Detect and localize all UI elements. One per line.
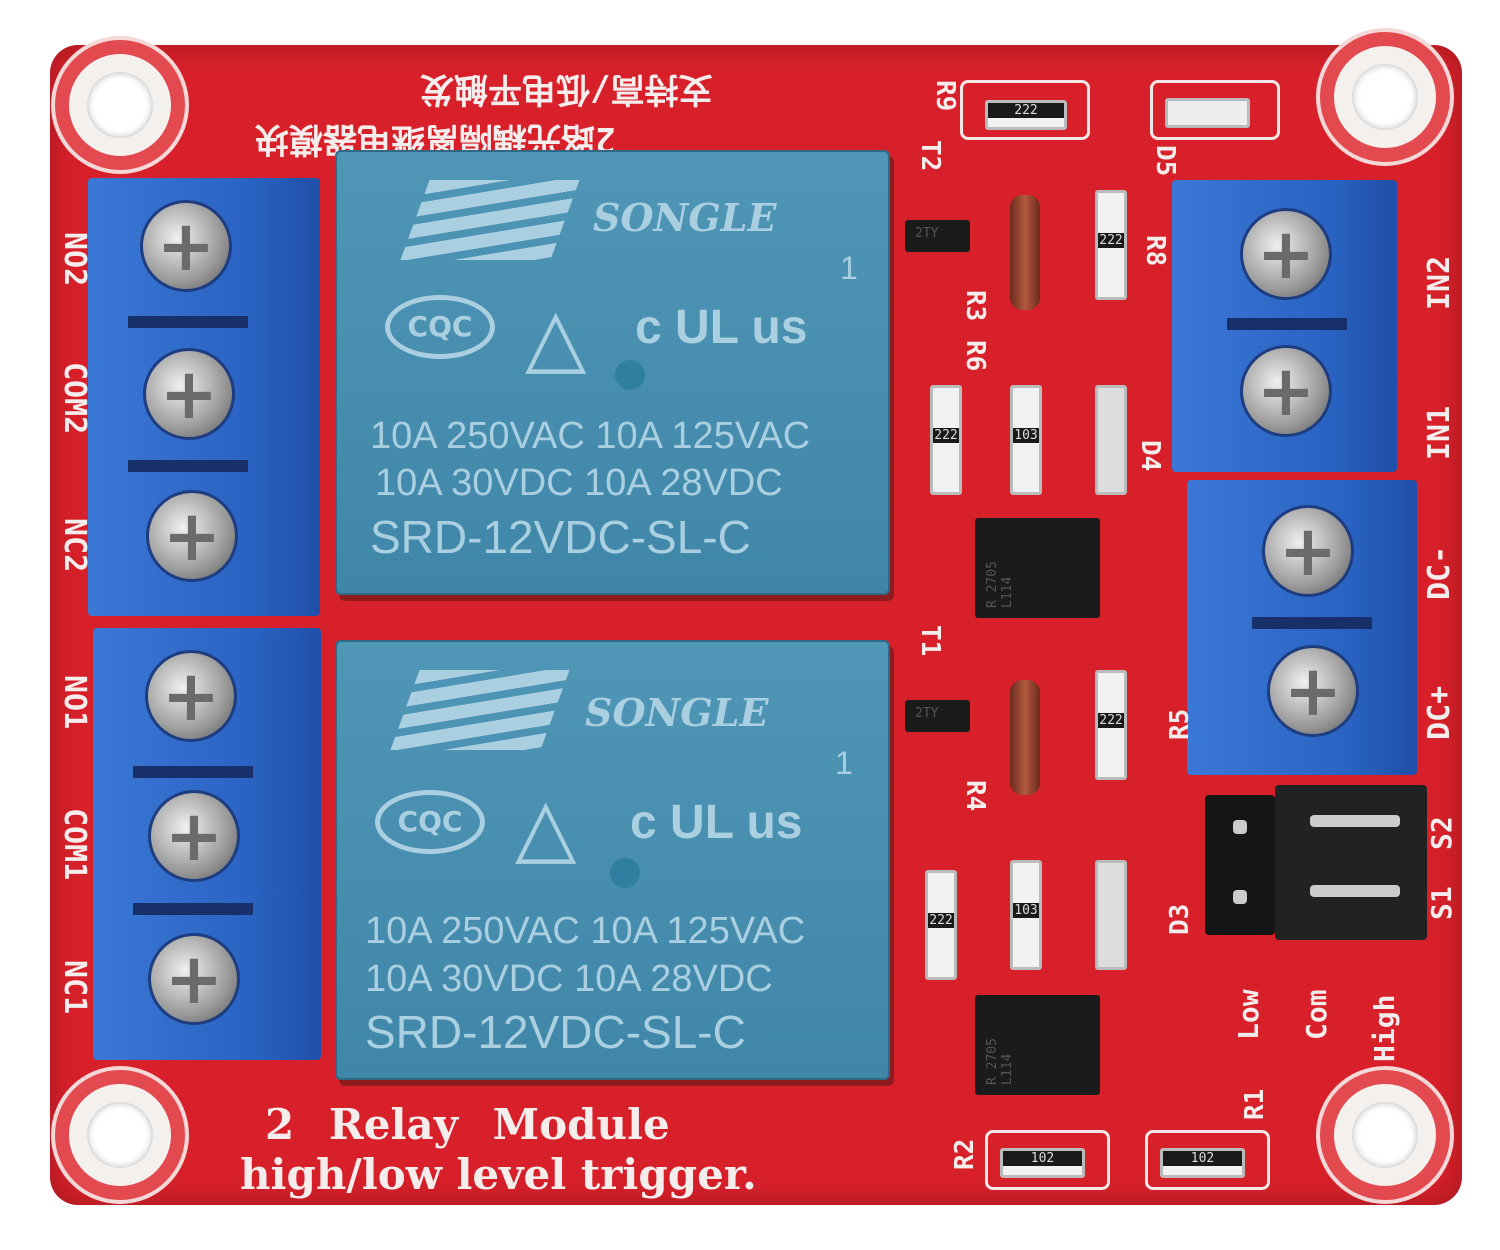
label-d3: D3 bbox=[1165, 903, 1195, 935]
terminal-block-power bbox=[1187, 480, 1417, 775]
label-d4: D4 bbox=[1135, 440, 1165, 472]
label-s2: S2 bbox=[1425, 816, 1458, 850]
relay-rating-ac: 10A 250VAC 10A 125VAC bbox=[370, 415, 811, 457]
songle-logo bbox=[400, 180, 580, 260]
label-high: High bbox=[1368, 994, 1401, 1062]
label-r6: R6 bbox=[960, 340, 990, 372]
songle-logo bbox=[390, 670, 570, 750]
label-t1: T1 bbox=[915, 625, 945, 657]
label-in1: IN1 bbox=[1422, 405, 1457, 460]
label-r2: R2 bbox=[950, 1138, 980, 1170]
label-low: Low bbox=[1232, 989, 1265, 1040]
label-dc-plus: DC+ bbox=[1422, 685, 1457, 740]
diode-bottom bbox=[1010, 680, 1040, 795]
label-no1: NO1 bbox=[57, 675, 92, 730]
ul-mark: c UL us bbox=[630, 796, 803, 849]
screw-com1[interactable] bbox=[148, 790, 240, 882]
ul-number: 1 bbox=[840, 250, 858, 286]
resistor-r1: 102 bbox=[1160, 1148, 1245, 1178]
terminal-block-inputs bbox=[1172, 180, 1397, 472]
warning-triangle-icon: △ bbox=[525, 292, 587, 381]
ul-mark: c UL us bbox=[635, 301, 808, 354]
screw-dc-plus[interactable] bbox=[1267, 645, 1359, 737]
label-r9: R9 bbox=[930, 80, 960, 112]
resistor-r8: 222 bbox=[1095, 190, 1127, 300]
resistor-r2: 102 bbox=[1000, 1148, 1085, 1178]
label-r8: R8 bbox=[1140, 235, 1170, 267]
label-dc-minus: DC- bbox=[1422, 545, 1457, 600]
cqc-mark: CQC bbox=[385, 295, 495, 359]
screw-dc-minus[interactable] bbox=[1262, 505, 1354, 597]
chinese-label-trigger: 支持高/低电平触发 bbox=[420, 69, 713, 109]
resistor-103-top: 103 bbox=[1010, 385, 1042, 495]
relay-rating-dc: 10A 30VDC 10A 28VDC bbox=[365, 958, 773, 1000]
label-t2: T2 bbox=[915, 140, 945, 172]
led-d5 bbox=[1165, 98, 1250, 128]
screw-nc1[interactable] bbox=[148, 933, 240, 1025]
cqc-mark: CQC bbox=[375, 790, 485, 854]
board-title: 2 Relay Module bbox=[265, 1100, 670, 1149]
relay-1: SONGLE CQC △ c UL us 1 10A 250VAC 10A 12… bbox=[335, 640, 890, 1080]
resistor-222-bottom: 222 bbox=[925, 870, 957, 980]
pad-d5 bbox=[1150, 80, 1280, 140]
relay-model: SRD-12VDC-SL-C bbox=[370, 511, 751, 563]
mounting-hole bbox=[1320, 1070, 1450, 1200]
relay-rating-dc: 10A 30VDC 10A 28VDC bbox=[375, 462, 783, 504]
label-com: Com bbox=[1300, 989, 1333, 1040]
transistor-t2: 2TY bbox=[905, 220, 970, 252]
diode-top bbox=[1010, 195, 1040, 310]
relay-rating-ac: 10A 250VAC 10A 125VAC bbox=[365, 910, 806, 952]
screw-in1[interactable] bbox=[1240, 345, 1332, 437]
label-r3: R3 bbox=[960, 290, 990, 322]
optocoupler-top: R 2705 L114 bbox=[975, 518, 1100, 618]
board-subtitle: high/low level trigger. bbox=[240, 1150, 757, 1199]
warning-triangle-icon: △ bbox=[515, 782, 577, 871]
resistor-r5: 222 bbox=[1095, 670, 1127, 780]
jumper-s2[interactable] bbox=[1310, 815, 1400, 827]
terminal-block-relay2 bbox=[88, 178, 320, 616]
led-d3 bbox=[1095, 860, 1127, 970]
pad-r9 bbox=[960, 80, 1090, 140]
pad-r2 bbox=[985, 1130, 1110, 1190]
relay-brand: SONGLE bbox=[585, 690, 769, 735]
resistor-103-bottom: 103 bbox=[1010, 860, 1042, 970]
label-com1: COM1 bbox=[57, 808, 92, 881]
jumper-caps[interactable] bbox=[1275, 785, 1427, 940]
label-nc2: NC2 bbox=[57, 518, 92, 573]
relay-brand: SONGLE bbox=[593, 195, 777, 240]
label-r1: R1 bbox=[1240, 1088, 1270, 1120]
relay-dot bbox=[610, 858, 640, 888]
label-r4: R4 bbox=[960, 780, 990, 812]
relay-model: SRD-12VDC-SL-C bbox=[365, 1006, 746, 1058]
label-com2: COM2 bbox=[57, 362, 92, 435]
relay-2: SONGLE CQC △ c UL us 1 10A 250VAC 10A 12… bbox=[335, 150, 890, 595]
screw-com2[interactable] bbox=[143, 348, 235, 440]
pin-header bbox=[1205, 795, 1275, 935]
label-nc1: NC1 bbox=[57, 960, 92, 1015]
mounting-hole bbox=[1320, 32, 1450, 162]
optocoupler-bottom: R 2705 L114 bbox=[975, 995, 1100, 1095]
mounting-hole bbox=[55, 40, 185, 170]
screw-no1[interactable] bbox=[145, 650, 237, 742]
label-in2: IN2 bbox=[1422, 255, 1457, 310]
screw-nc2[interactable] bbox=[146, 490, 238, 582]
resistor-r9: 222 bbox=[985, 100, 1067, 130]
mounting-hole bbox=[55, 1070, 185, 1200]
resistor-r6: 222 bbox=[930, 385, 962, 495]
led-d4 bbox=[1095, 385, 1127, 495]
screw-no2[interactable] bbox=[140, 200, 232, 292]
jumper-s1[interactable] bbox=[1310, 885, 1400, 897]
transistor-t1: 2TY bbox=[905, 700, 970, 732]
terminal-block-relay1 bbox=[93, 628, 321, 1060]
screw-in2[interactable] bbox=[1240, 208, 1332, 300]
label-d5: D5 bbox=[1150, 145, 1180, 177]
label-no2: NO2 bbox=[57, 232, 92, 287]
ul-number: 1 bbox=[835, 745, 853, 781]
label-s1: S1 bbox=[1425, 886, 1458, 920]
relay-dot bbox=[615, 360, 645, 390]
pad-r1 bbox=[1145, 1130, 1270, 1190]
label-r5: R5 bbox=[1165, 708, 1195, 740]
